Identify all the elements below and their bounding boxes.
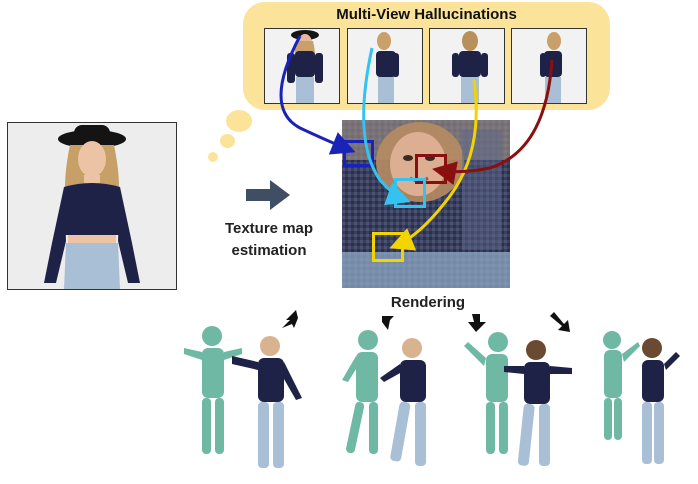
- yellow-arrow: [389, 79, 478, 251]
- rendered-figures: [184, 326, 680, 468]
- thought-bubble-large: [226, 110, 252, 132]
- textured-figure-1: [232, 336, 302, 468]
- texture-step-label-line1: Texture map: [224, 220, 314, 237]
- arrow-down-icon: [282, 310, 298, 328]
- cyan-arrow: [362, 47, 411, 206]
- textured-figure-4: [642, 338, 680, 464]
- thought-bubble-small: [208, 152, 218, 162]
- rendering-label: Rendering: [390, 294, 466, 311]
- input-photo: [7, 122, 177, 290]
- thought-bubble-medium: [220, 134, 235, 148]
- textured-figure-3: [504, 340, 572, 466]
- mesh-figure-4: [603, 331, 640, 440]
- arrow-down-icon: [382, 316, 394, 330]
- mesh-figure-1: [184, 326, 242, 454]
- mesh-figure-3: [464, 332, 508, 454]
- big-arrow-icon: [246, 180, 290, 210]
- texture-map: [342, 120, 510, 288]
- mesh-figure-2: [342, 330, 378, 454]
- arrow-down-icon: [550, 312, 570, 332]
- render-arrows: [282, 310, 570, 332]
- textured-figure-2: [380, 338, 426, 466]
- arrow-down-icon: [468, 314, 486, 332]
- blue-arrow: [279, 35, 356, 155]
- texture-step-label-line2: estimation: [231, 242, 307, 259]
- view-back-thumbnail: [429, 28, 505, 104]
- view-side-thumbnail: [347, 28, 423, 104]
- red-arrow: [432, 59, 554, 186]
- cloud-title: Multi-View Hallucinations: [336, 6, 517, 23]
